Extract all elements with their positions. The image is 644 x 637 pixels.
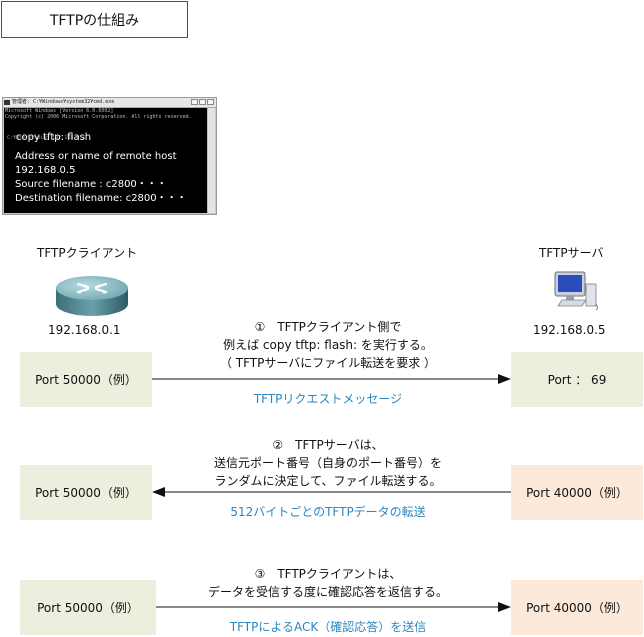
step-1-note-line: ① TFTPクライアント側で: [254, 320, 402, 334]
step-2-note-line: ② TFTPサーバは、: [272, 438, 384, 452]
step-1-server-port: Port ： 69: [511, 352, 643, 407]
cmd-icon: [4, 100, 10, 105]
terminal-scrollbar[interactable]: [207, 108, 215, 213]
step-3-note: ③ TFTPクライアントは、 データを受信する度に確認応答を返信する。: [170, 565, 486, 601]
step-3-caption: TFTPによるACK（確認応答）を送信: [229, 620, 427, 634]
step-2-client-port: Port 50000（例）: [20, 465, 152, 520]
maximize-button[interactable]: [199, 99, 206, 105]
server-label: TFTPサーバ: [539, 246, 604, 260]
terminal-faint-prompt: C:¥Users¥>ping 192.168.0.1: [7, 135, 86, 141]
terminal-line: Source filename : c2800・・・: [15, 179, 167, 190]
step-1-note: ① TFTPクライアント側で 例えば copy tftp: flash: を実行…: [170, 318, 486, 372]
terminal-window-title: 管理者: C:¥Windows¥system32¥cmd.exe: [12, 99, 115, 105]
terminal-line: 192.168.0.5: [15, 165, 76, 176]
router-icon: [52, 274, 132, 318]
client-label: TFTPクライアント: [37, 246, 138, 260]
client-ip: 192.168.0.1: [48, 323, 121, 337]
terminal-title-bar[interactable]: 管理者: C:¥Windows¥system32¥cmd.exe: [3, 98, 216, 108]
step-3-note-line: ③ TFTPクライアントは、: [254, 567, 402, 581]
step-3-client-port: Port 50000（例）: [20, 580, 156, 635]
terminal-body[interactable]: Microsoft Windows [Version 6.0.6002] Cop…: [4, 108, 207, 213]
step-3-note-line: データを受信する度に確認応答を返信する。: [207, 585, 448, 599]
step-2-arrow-left: [152, 487, 511, 497]
page-title: TFTPの仕組み: [1, 1, 188, 38]
step-3-arrow-right: [156, 602, 511, 612]
step-2-caption: 512バイトごとのTFTPデータの転送: [230, 505, 426, 519]
terminal-banner-2: Copyright (c) 2006 Microsoft Corporation…: [5, 114, 192, 120]
terminal-banner-1: Microsoft Windows [Version 6.0.6002]: [5, 108, 114, 114]
step-2-note: ② TFTPサーバは、 送信元ポート番号（自身のポート番号）を ランダムに決定し…: [170, 436, 486, 490]
step-3-server-port: Port 40000（例）: [511, 580, 643, 635]
terminal-line: Address or name of remote host: [15, 151, 177, 162]
step-1-note-line: 例えば copy tftp: flash: を実行する。: [223, 338, 433, 352]
step-1-caption: TFTPリクエストメッセージ: [253, 392, 403, 406]
command-prompt-window[interactable]: 管理者: C:¥Windows¥system32¥cmd.exe Microso…: [2, 97, 217, 215]
step-2-note-line: ランダムに決定して、ファイル転送する。: [214, 474, 442, 488]
step-1-client-port: Port 50000（例）: [20, 352, 152, 407]
step-2-note-line: 送信元ポート番号（自身のポート番号）を: [213, 456, 442, 470]
server-computer-icon: [552, 270, 602, 314]
terminal-command: copy tftp: flash: [16, 132, 92, 143]
step-2-server-port: Port 40000（例）: [511, 465, 643, 520]
step-1-note-line: （ TFTPサーバにファイル転送を要求 ）: [219, 356, 437, 370]
server-ip: 192.168.0.5: [533, 323, 606, 337]
minimize-button[interactable]: [191, 99, 198, 105]
close-button[interactable]: [207, 99, 214, 105]
terminal-line: Destination filename: c2800・・・: [15, 193, 187, 204]
step-1-arrow-right: [152, 374, 511, 384]
